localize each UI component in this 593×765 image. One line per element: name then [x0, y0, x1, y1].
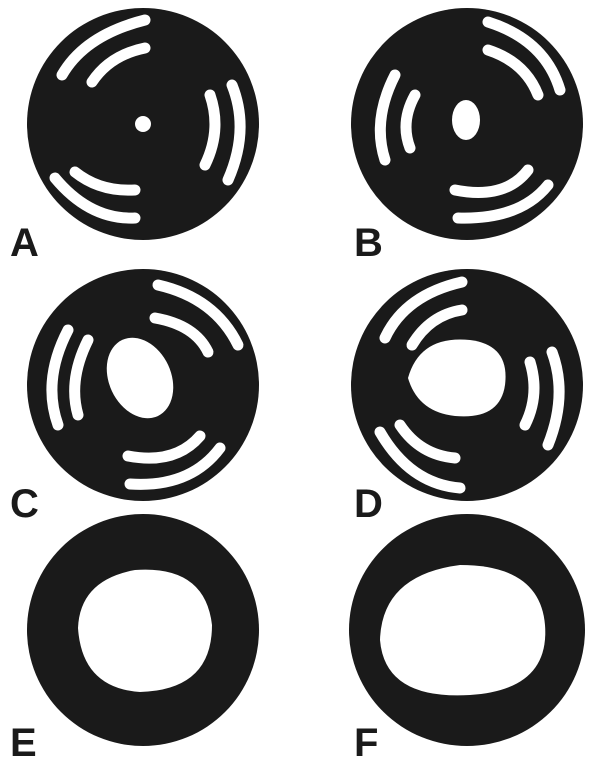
panel-b-disk	[351, 8, 583, 240]
panel-a-disk	[27, 8, 259, 240]
panel-label-e: E	[10, 723, 37, 763]
panel-label-a: A	[10, 223, 39, 263]
panel-label-c: C	[10, 484, 39, 524]
panel-label-d: D	[354, 484, 383, 524]
panel-label-b: B	[354, 223, 383, 263]
panel-c-disk	[27, 269, 259, 501]
panel-d-disk	[351, 269, 583, 501]
panel-f-ring	[349, 514, 585, 746]
panel-label-f: F	[354, 723, 378, 763]
panel-e-ring	[27, 514, 259, 746]
